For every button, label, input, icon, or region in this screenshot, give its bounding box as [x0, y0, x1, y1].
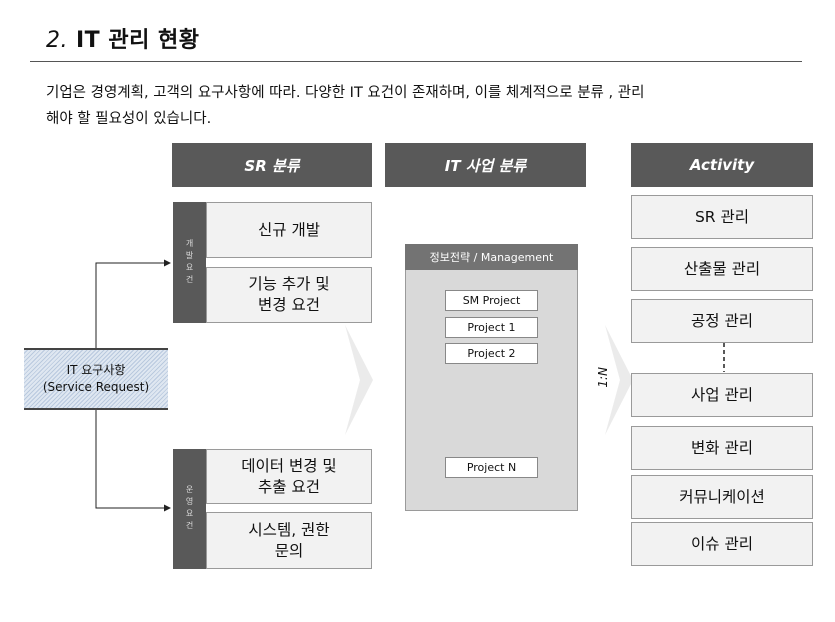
header-sr: SR 분류 [172, 143, 372, 187]
dev-requirement-tab: 개발요건 [173, 202, 206, 323]
project-sm: SM Project [445, 290, 538, 311]
header-activity: Activity [631, 143, 813, 187]
activity-sr: SR 관리 [631, 195, 813, 239]
project-1: Project 1 [445, 317, 538, 338]
section-title: IT 관리 현황 [76, 28, 200, 53]
title-divider [30, 61, 802, 62]
ops-requirement-tab: 운영요건 [173, 449, 206, 569]
project-n: Project N [445, 457, 538, 478]
intro-text: 기업은 경영계획, 고객의 요구사항에 따라. 다양한 IT 요건이 존재하며,… [46, 80, 806, 132]
sr-item-new-dev: 신규 개발 [206, 202, 372, 258]
intro-line-2: 해야 할 필요성이 있습니다. [46, 111, 212, 127]
ratio-label: 1:N [596, 367, 610, 388]
it-request-label: IT 요구사항 [66, 363, 126, 377]
activity-process: 공정 관리 [631, 299, 813, 343]
activity-issue: 이슈 관리 [631, 522, 813, 566]
intro-line-1: 기업은 경영계획, 고객의 요구사항에 따라. 다양한 IT 요건이 존재하며,… [46, 85, 645, 101]
project-2: Project 2 [445, 343, 538, 364]
page-title: 2. IT 관리 현황 [46, 22, 199, 54]
it-request-box: IT 요구사항 (Service Request) [24, 348, 168, 410]
flow-chevron-1 [345, 325, 373, 435]
activity-project: 사업 관리 [631, 373, 813, 417]
header-it: IT 사업 분류 [385, 143, 586, 187]
section-number: 2. [46, 28, 68, 53]
activity-deliverables: 산출물 관리 [631, 247, 813, 291]
management-panel-title: 정보전략 / Management [405, 244, 578, 270]
activity-change: 변화 관리 [631, 426, 813, 470]
it-request-sublabel: (Service Request) [42, 380, 150, 394]
activity-communication: 커뮤니케이션 [631, 475, 813, 519]
flow-chevron-2 [605, 325, 633, 435]
arrow-to-dev [95, 259, 171, 348]
arrow-to-ops [95, 410, 171, 512]
